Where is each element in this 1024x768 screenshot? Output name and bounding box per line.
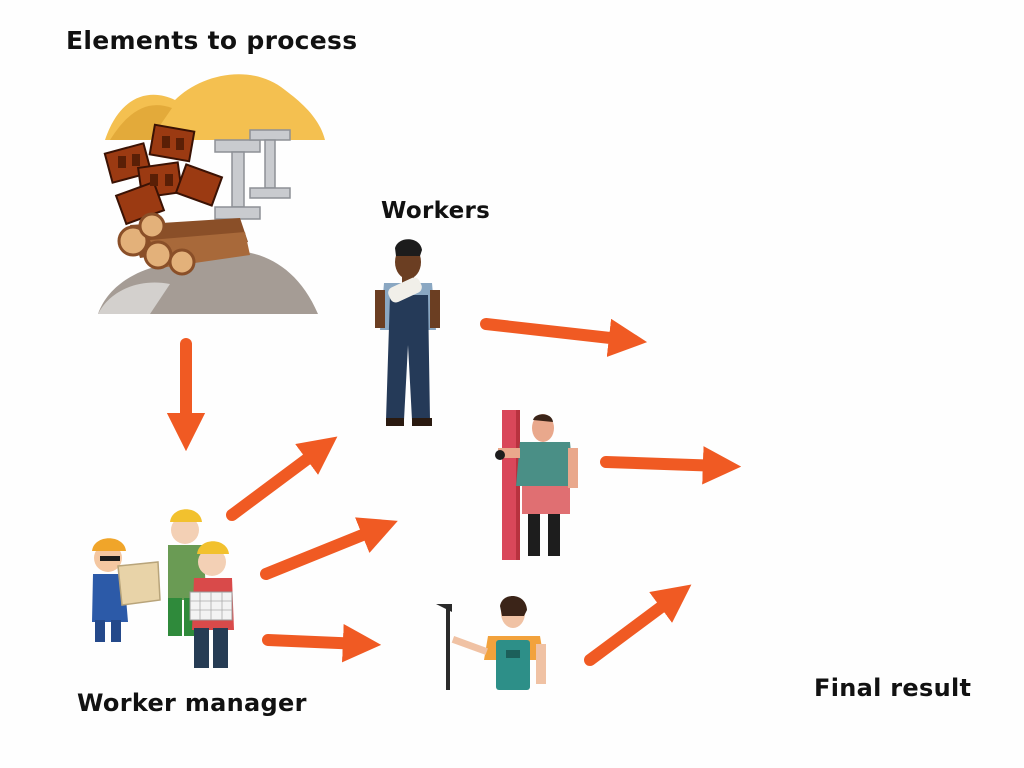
arrow-worker-2-to-result xyxy=(600,446,742,485)
arrow-manager-to-worker-3 xyxy=(262,624,382,663)
worker-man-pillar-icon xyxy=(495,410,578,560)
manager-team-icon xyxy=(92,509,234,668)
arrow-manager-to-worker-2 xyxy=(260,517,398,580)
elements-to-process-label: Elements to process xyxy=(66,26,358,55)
arrow-worker-3-to-result xyxy=(584,584,692,666)
final-result-label: Final result xyxy=(814,674,972,702)
worker-manager-label: Worker manager xyxy=(77,689,307,717)
workers-label: Workers xyxy=(381,198,491,224)
worker-woman-blueprint-icon xyxy=(375,239,440,426)
arrow-worker-1-to-result xyxy=(480,318,648,357)
materials-pile-icon xyxy=(98,74,325,314)
arrow-manager-to-worker-1 xyxy=(226,436,338,521)
worker-woman-tool-icon xyxy=(436,595,546,690)
